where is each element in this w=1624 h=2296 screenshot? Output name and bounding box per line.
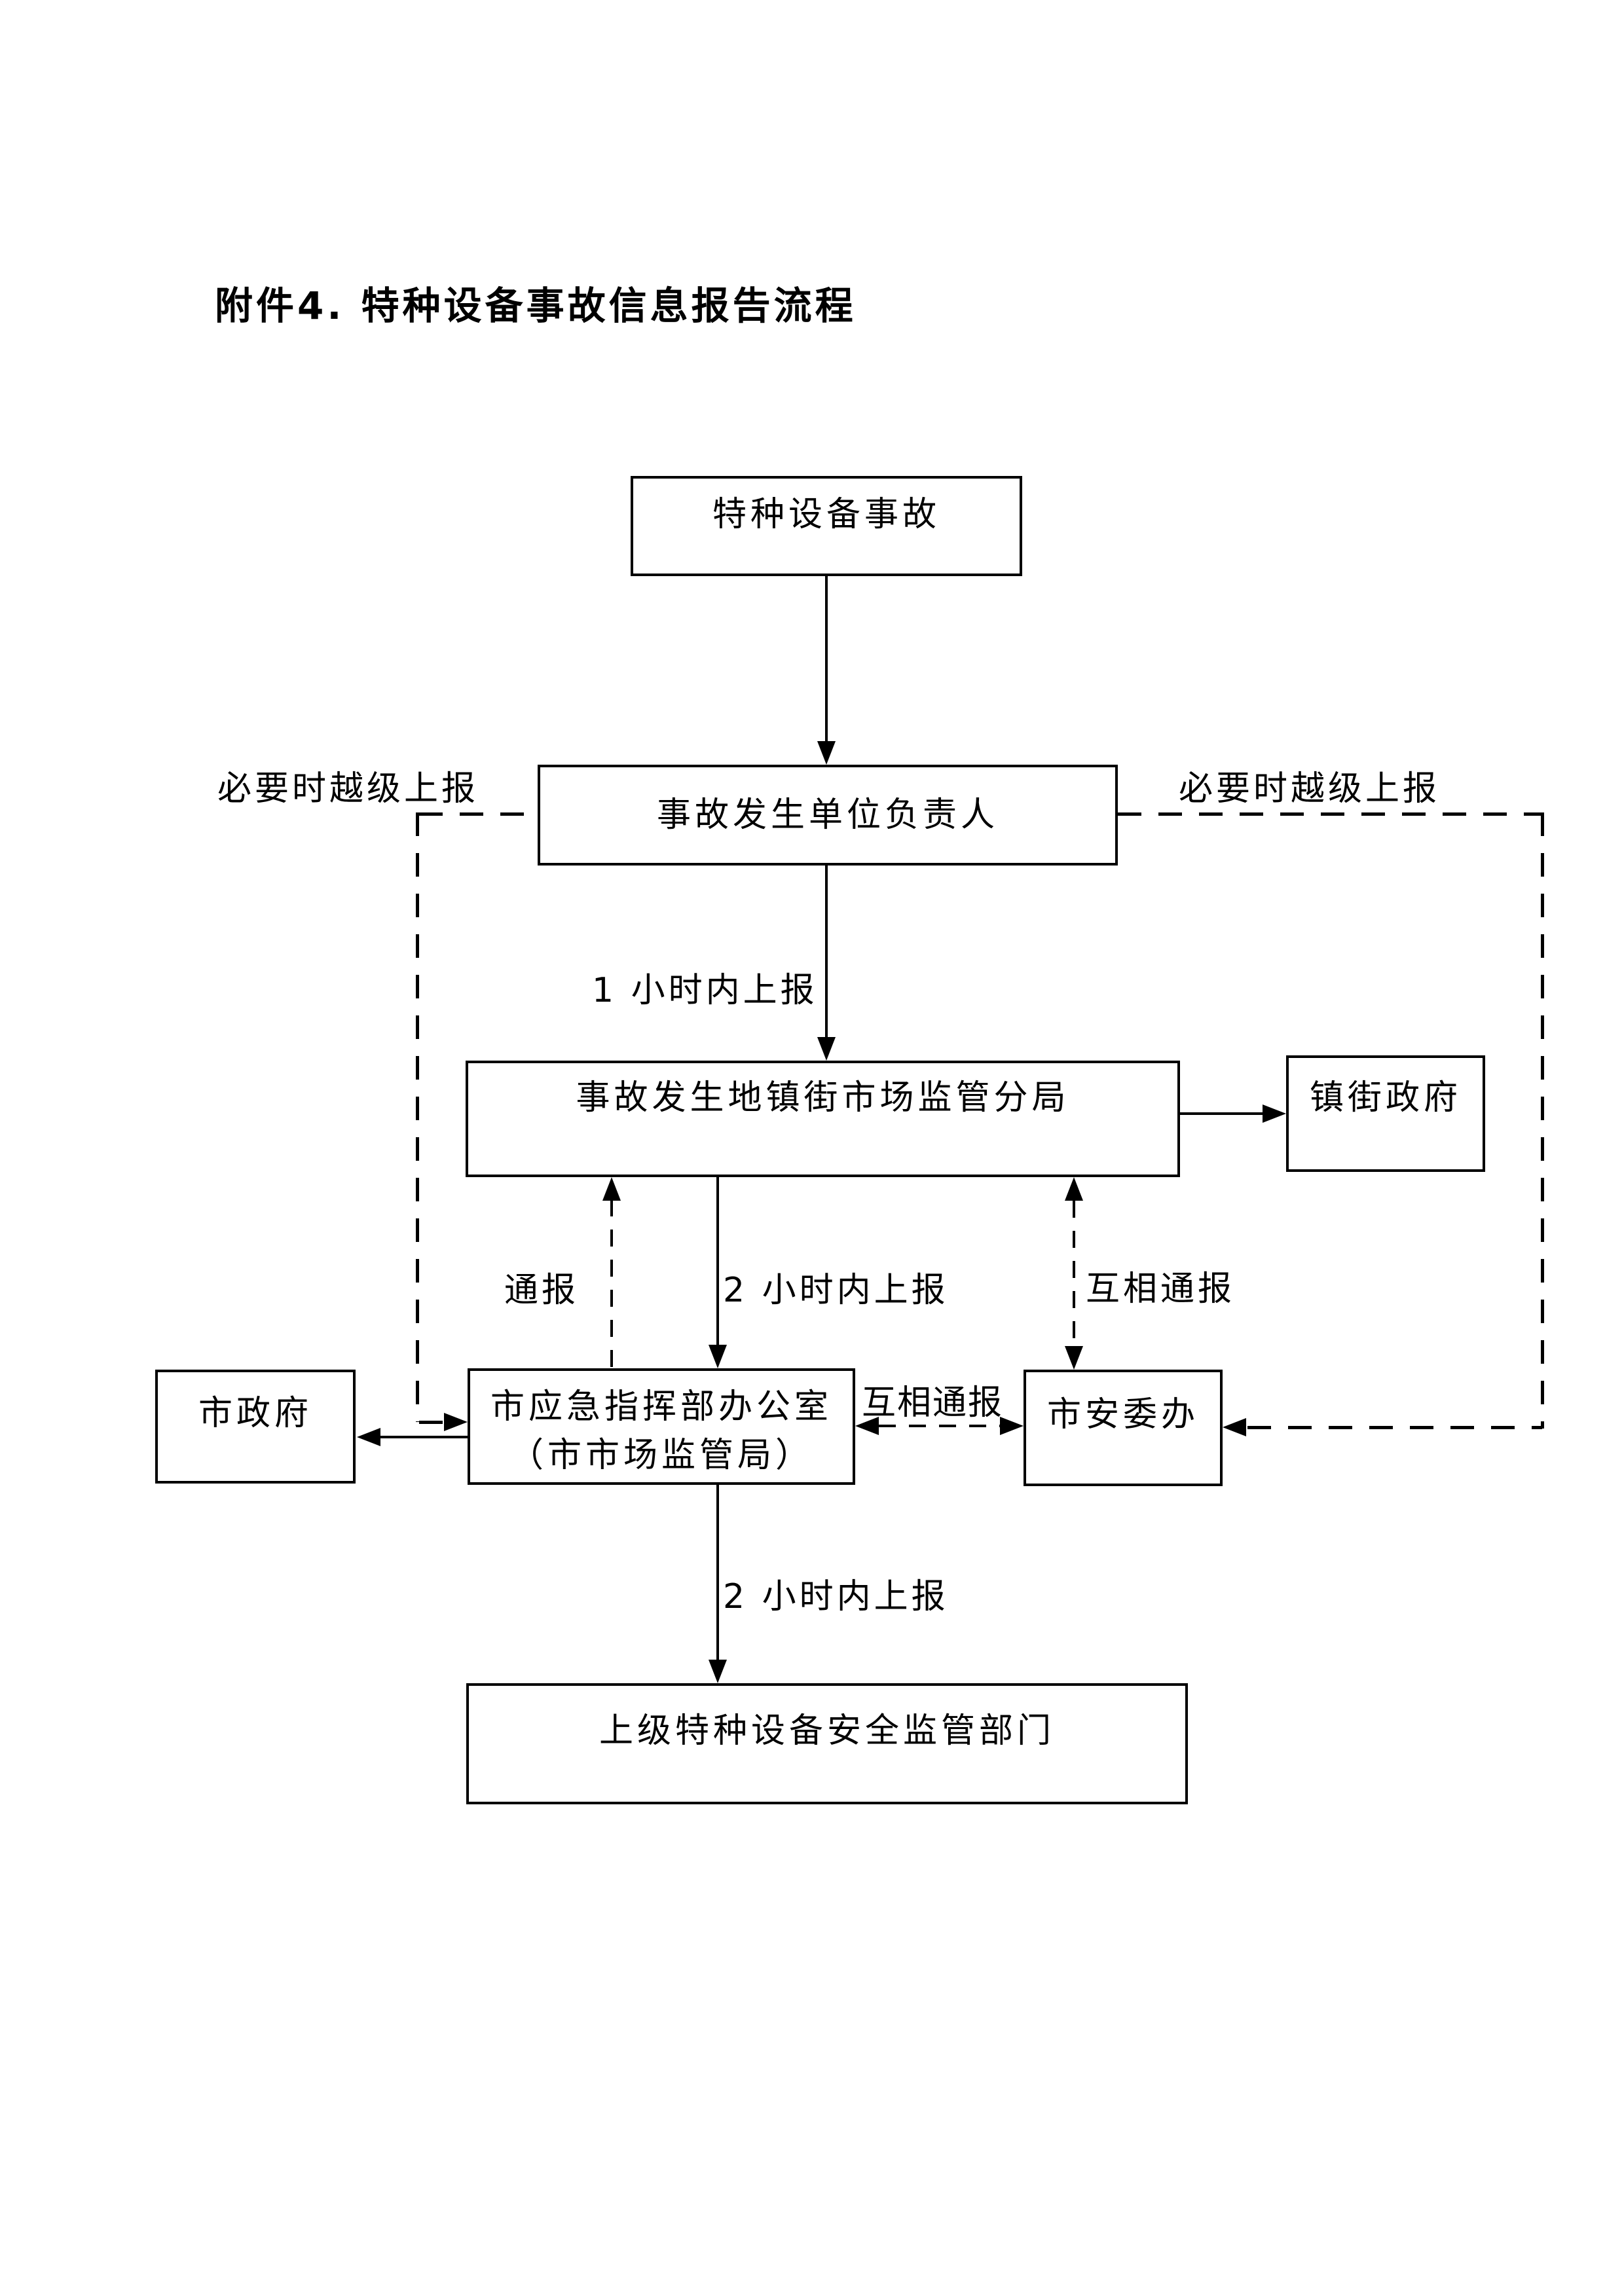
dashed-bypass-right-top [1118, 812, 1544, 816]
label-notify: 通报 [504, 1271, 580, 1310]
arrow-branch-to-emergency [716, 1177, 719, 1349]
arrow-branch-to-town [1180, 1112, 1266, 1115]
node-city-government: 市政府 [155, 1370, 356, 1484]
node-superior-authority: 上级特种设备安全监管部门 [466, 1683, 1188, 1804]
node-unit-head-label: 事故发生单位负责人 [656, 795, 999, 835]
label-mutual-notify-vertical: 互相通报 [1086, 1269, 1236, 1309]
arrowhead-down-icon [709, 1660, 727, 1683]
arrowhead-left-icon [1223, 1418, 1246, 1436]
arrowhead-right-icon [1000, 1417, 1024, 1435]
dashed-bypass-right-vertical [1541, 812, 1544, 1429]
arrowhead-right-icon [1263, 1104, 1286, 1123]
label-one-hour-report: 1 小时内上报 [592, 971, 818, 1010]
arrow-emergency-to-city [378, 1436, 468, 1438]
node-emergency-office-line2: （市市场监管局） [509, 1436, 813, 1475]
dashed-bypass-right-bottom [1247, 1426, 1542, 1429]
node-superior-authority-label: 上级特种设备安全监管部门 [599, 1711, 1055, 1751]
arrowhead-left-icon [855, 1417, 879, 1435]
node-city-government-label: 市政府 [198, 1394, 312, 1433]
arrowhead-down-icon [709, 1345, 727, 1368]
arrow-unit-to-branch [825, 866, 828, 1040]
node-emergency-office: 市应急指挥部办公室 （市市场监管局） [468, 1368, 855, 1485]
node-accident: 特种设备事故 [631, 476, 1022, 576]
node-market-branch: 事故发生地镇街市场监管分局 [466, 1061, 1180, 1177]
arrowhead-down-icon [1065, 1346, 1083, 1370]
label-bypass-right: 必要时越级上报 [1179, 769, 1441, 809]
arrowhead-down-icon [817, 741, 836, 765]
node-accident-label: 特种设备事故 [712, 495, 940, 534]
dashed-bypass-left-bottom [419, 1421, 445, 1424]
arrowhead-left-icon [357, 1428, 380, 1446]
label-two-hour-report-2: 2 小时内上报 [723, 1577, 949, 1616]
arrowhead-up-icon [602, 1177, 621, 1201]
label-two-hour-report-1: 2 小时内上报 [723, 1271, 949, 1310]
dashed-bypass-left-top [419, 812, 538, 816]
arrow-emergency-to-superior [716, 1485, 719, 1663]
node-unit-head: 事故发生单位负责人 [538, 765, 1118, 866]
arrowhead-up-icon [1065, 1177, 1083, 1201]
label-mutual-notify-horizontal: 互相通报 [862, 1383, 1004, 1423]
arrowhead-right-icon [444, 1413, 468, 1431]
arrow-accident-to-unit [825, 576, 828, 746]
node-safety-committee: 市安委办 [1024, 1370, 1223, 1486]
node-town-government: 镇街政府 [1286, 1055, 1485, 1172]
arrowhead-down-icon [817, 1037, 836, 1061]
node-market-branch-label: 事故发生地镇街市场监管分局 [576, 1078, 1070, 1118]
dashed-notify-line [610, 1199, 613, 1368]
dashed-mutual-horizontal-line [879, 1425, 1001, 1427]
page-title: 附件4. 特种设备事故信息报告流程 [215, 283, 857, 328]
node-emergency-office-line1: 市应急指挥部办公室 [490, 1387, 832, 1427]
dashed-bypass-left-vertical [416, 812, 419, 1422]
node-safety-committee-label: 市安委办 [1046, 1395, 1199, 1434]
node-town-government-label: 镇街政府 [1309, 1078, 1462, 1118]
dashed-mutual-vertical-line [1073, 1201, 1075, 1347]
label-bypass-left: 必要时越级上报 [217, 769, 479, 809]
